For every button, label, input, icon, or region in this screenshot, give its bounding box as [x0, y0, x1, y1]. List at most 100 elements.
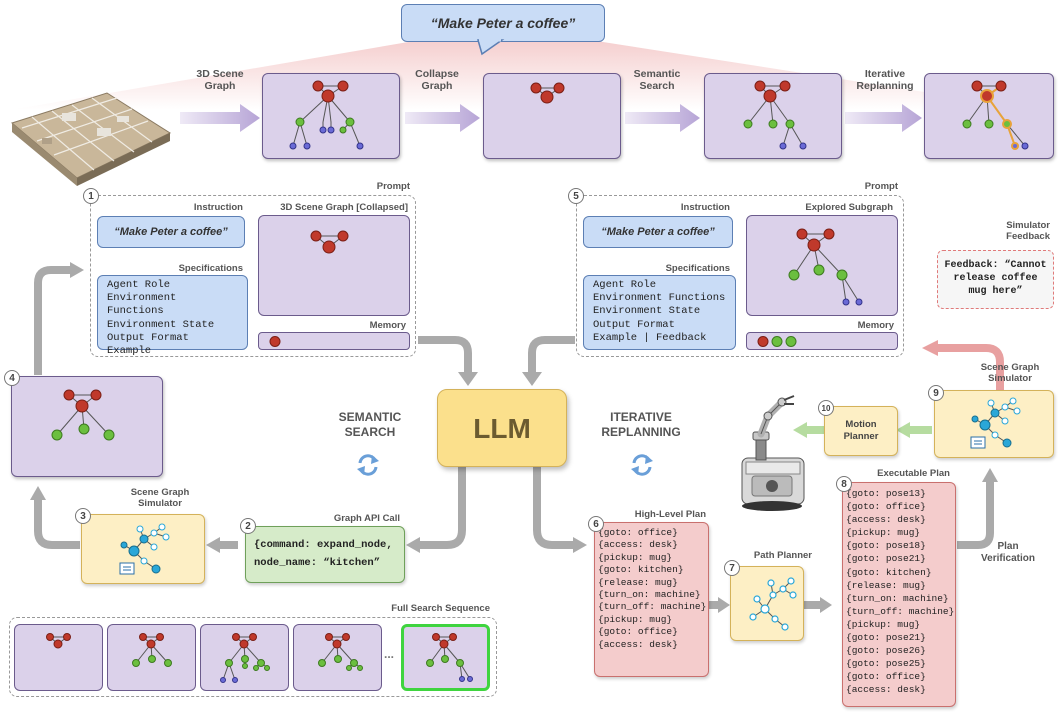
plan-step: {pickup: mug}: [598, 551, 673, 563]
subgraph-diagram: [51, 389, 115, 441]
prompt-right-specifications-box: Agent Role Environment Functions Environ…: [583, 275, 736, 350]
pipeline-box-collapsed-graph: [483, 73, 621, 159]
prompt-left-instruction-bubble: “Make Peter a coffee”: [97, 216, 245, 248]
node4-subgraph-box: [11, 376, 163, 477]
simulator-feedback-label: Simulator Feedback: [1006, 220, 1050, 242]
scene-graph-simulator-9-label: Scene Graph Simulator: [980, 362, 1040, 384]
api-call-line: node_name: “kitchen”: [254, 557, 381, 569]
plan-step: {turn_on: machine}: [846, 592, 949, 604]
search-frame-graph: [426, 633, 473, 682]
spec-item: Output Format: [107, 331, 189, 344]
spec-item: Example | Feedback: [593, 331, 707, 344]
search-frame-3: [200, 624, 289, 691]
spec-item: Environment State: [593, 305, 701, 318]
prompt-right-instruction-label: Instruction: [680, 202, 730, 213]
step-number-3: 3: [75, 508, 91, 524]
api-call-line: {command: expand_node,: [254, 539, 393, 551]
graph-api-call-box: {command: expand_node, node_name: “kitch…: [245, 526, 405, 583]
cycle-icon: [631, 454, 653, 476]
pipeline-label-3d-scene-graph: 3D Scene Graph: [196, 68, 244, 92]
pipeline-label-collapse-graph: Collapse Graph: [415, 68, 459, 92]
plan-step: {goto: pose26}: [846, 645, 926, 657]
plan-step: {goto: office}: [598, 527, 678, 538]
step-number-7: 7: [724, 560, 740, 576]
high-level-plan-box: {goto: office} {access: desk} {pickup: m…: [594, 522, 709, 677]
top-bubble-tail: [477, 38, 505, 56]
step-number-2: 2: [240, 518, 256, 534]
search-frame-graph: [318, 633, 363, 671]
executable-plan-box: {goto: pose13} {goto: office} {access: d…: [842, 482, 956, 707]
plan-step: {turn_off: machine}: [846, 605, 955, 617]
prompt-right-instruction-bubble: “Make Peter a coffee”: [583, 216, 733, 248]
prompt-left-container: [90, 195, 416, 357]
pipeline-box-replanned-graph: [924, 73, 1054, 159]
llm-block: LLM: [437, 389, 567, 467]
prompt-left-memory-label: Memory: [369, 320, 406, 331]
prompt-right-graph-box: [746, 215, 898, 316]
high-level-plan-label: High-Level Plan: [634, 509, 706, 520]
plan-step: {goto: office}: [598, 626, 678, 638]
plan-step: {goto: office}: [846, 501, 926, 513]
scene-graph-simulator-icon: [119, 523, 170, 575]
search-frame-graph: [46, 633, 71, 649]
scene-graph-simulator-icon: [970, 397, 1021, 449]
plan-step: {access: desk}: [598, 638, 678, 650]
step-number-9: 9: [928, 385, 944, 401]
plan-step: {pickup: mug}: [598, 613, 673, 625]
spec-item: Agent Role: [593, 279, 657, 291]
step-number-6: 6: [588, 516, 604, 532]
scene-graph-simulator-3-label: Scene Graph Simulator: [130, 487, 190, 509]
prompt-left-title: Prompt: [376, 181, 410, 192]
prompt-left-graph-box: [258, 215, 410, 316]
step-number-10: 10: [818, 400, 834, 416]
explored-graph-diagram: [743, 80, 807, 150]
search-frame-graph: [220, 633, 270, 683]
spec-item: Environment State: [107, 318, 215, 331]
scene-graph-simulator-3-box: [81, 514, 205, 584]
collapsed-graph-diagram: [530, 82, 565, 104]
plan-step: {goto: pose25}: [846, 658, 926, 670]
spec-item: Example: [107, 345, 152, 358]
pipeline-label-iterative-replanning: Iterative Replanning: [856, 68, 914, 92]
top-instruction-bubble: “Make Peter a coffee”: [401, 4, 605, 42]
prompt-left-graph-label: 3D Scene Graph [Collapsed]: [280, 202, 408, 213]
executable-plan-label: Executable Plan: [877, 468, 950, 479]
prompt-right-specifications-label: Specifications: [665, 263, 730, 274]
full-scene-graph-diagram: [289, 80, 364, 150]
memory-node: [269, 336, 281, 347]
prompt-left-memory-box: [258, 332, 410, 350]
spec-item: Environment Functions: [107, 292, 177, 318]
step-number-1: 1: [83, 188, 99, 204]
building-3d-model-image: [10, 92, 172, 186]
search-frame-2: [107, 624, 196, 691]
spec-item: Environment Functions: [593, 292, 726, 305]
search-sequence-ellipsis: ...: [384, 647, 395, 661]
full-search-sequence-container: [9, 617, 497, 697]
path-planner-label: Path Planner: [753, 550, 812, 561]
pipeline-label-semantic-search: Semantic Search: [633, 68, 681, 92]
step-number-8: 8: [836, 476, 852, 492]
plan-step: {goto: pose21}: [846, 553, 926, 565]
plan-step: {access: desk}: [846, 514, 926, 526]
motion-planner-box: Motion Planner: [824, 406, 898, 456]
prompt-right-memory-label: Memory: [857, 320, 894, 331]
path-planner-graph-icon: [749, 577, 797, 631]
simulator-feedback-box: Feedback: “Cannot release coffee mug her…: [937, 250, 1054, 309]
step-number-5: 5: [568, 188, 584, 204]
search-frame-1: [14, 624, 103, 691]
full-search-sequence-label: Full Search Sequence: [391, 603, 490, 614]
search-frame-graph: [132, 633, 172, 667]
plan-step: {release: mug}: [598, 576, 678, 588]
plan-step: {goto: office}: [846, 671, 926, 683]
prompt-left-specifications-box: Agent Role Environment Functions Environ…: [97, 275, 248, 357]
collapsed-graph-diagram: [310, 230, 349, 254]
pipeline-box-full-graph: [262, 73, 400, 159]
prompt-left-instruction-label: Instruction: [193, 202, 243, 213]
memory-nodes: [757, 336, 797, 347]
spec-item: Output Format: [593, 318, 675, 331]
cycle-icon: [357, 454, 379, 476]
prompt-right-memory-box: [746, 332, 898, 350]
plan-step: {pickup: mug}: [846, 618, 921, 630]
plan-step: {goto: pose21}: [846, 632, 926, 644]
plan-step: {pickup: mug}: [846, 527, 921, 539]
